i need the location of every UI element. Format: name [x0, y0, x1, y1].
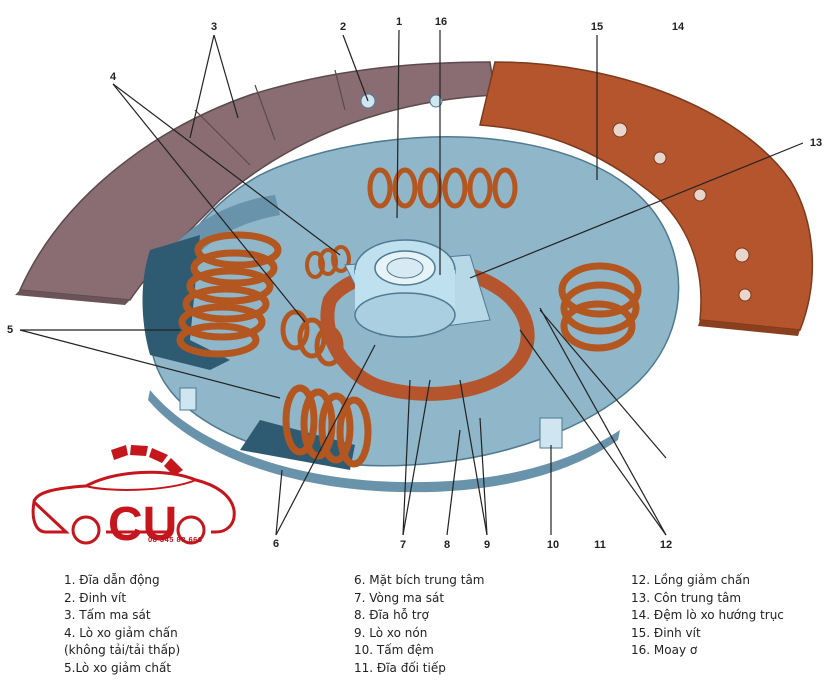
damper-spring-large-right: [558, 262, 642, 352]
logo-phone: 08 345 88 666: [148, 535, 203, 544]
legend-item: 4. Lò xo giảm chấn: [64, 625, 178, 640]
legend-item: 7. Vòng ma sát: [354, 590, 445, 605]
legend-item: 15. Đinh vít: [631, 625, 701, 640]
legend-item: 10. Tấm đệm: [354, 643, 434, 658]
legend-item: 2. Đinh vít: [64, 590, 127, 605]
leader-lines: [19, 29, 804, 536]
callout-5: 5: [6, 324, 14, 336]
cu-logo: CU: [31, 445, 236, 551]
callout-12: 12: [659, 539, 673, 551]
callout-14: 14: [671, 21, 685, 33]
friction-facing-right: [479, 61, 814, 331]
legend-column-3: 12. Lồng giảm chấn 13. Côn trung tâm 14.…: [631, 572, 784, 660]
legend-item: 9. Lò xo nón: [354, 625, 428, 640]
callout-6: 6: [272, 538, 280, 550]
callout-11: 11: [594, 539, 606, 551]
damper-spring-large-bottom: [282, 384, 372, 468]
wheel-icon: [71, 515, 101, 545]
callout-10: 10: [546, 539, 560, 551]
callout-15: 15: [590, 21, 604, 33]
speed-arcs: [111, 445, 183, 476]
legend-item: 1. Đĩa dẫn động: [64, 573, 160, 587]
damper-spring-top: [367, 167, 518, 209]
legend-item: 3. Tấm ma sát: [64, 608, 151, 623]
clutch-disc-diagram: [15, 29, 814, 536]
callout-2: 2: [339, 21, 347, 33]
legend-item: 11. Đĩa đối tiếp: [354, 660, 446, 675]
legend-item: 13. Côn trung tâm: [631, 590, 742, 605]
callout-7: 7: [399, 539, 407, 551]
legend-item: (không tải/tải thấp): [64, 643, 181, 658]
damper-spring-large-left: [176, 231, 282, 358]
damper-spring-small-upper: [305, 245, 351, 279]
callout-8: 8: [443, 539, 451, 551]
callout-4: 4: [109, 71, 117, 83]
friction-facing-left-edge: [15, 290, 130, 305]
callout-1: 1: [395, 16, 403, 28]
friction-facing-left: [18, 61, 496, 301]
legend-item: 12. Lồng giảm chấn: [631, 573, 750, 587]
callout-13: 13: [809, 137, 823, 149]
legend-column-2: 6. Mặt bích trung tâm 7. Vòng ma sát 8. …: [354, 572, 485, 678]
spacer-tab: [539, 417, 563, 449]
legend-item: 14. Đệm lò xo hướng trục: [631, 608, 784, 623]
callout-3: 3: [210, 21, 218, 33]
callout-16: 16: [434, 16, 448, 28]
legend-item: 16. Moay ơ: [631, 643, 698, 658]
legend-item: 8. Đĩa hỗ trợ: [354, 608, 429, 623]
legend-column-1: 1. Đĩa dẫn động 2. Đinh vít 3. Tấm ma sá…: [64, 572, 180, 678]
legend-item: 5.Lò xo giảm chất: [64, 660, 172, 675]
legend-item: 6. Mặt bích trung tâm: [354, 573, 485, 587]
logo-letters: CU: [108, 498, 177, 551]
callout-9: 9: [483, 539, 491, 551]
